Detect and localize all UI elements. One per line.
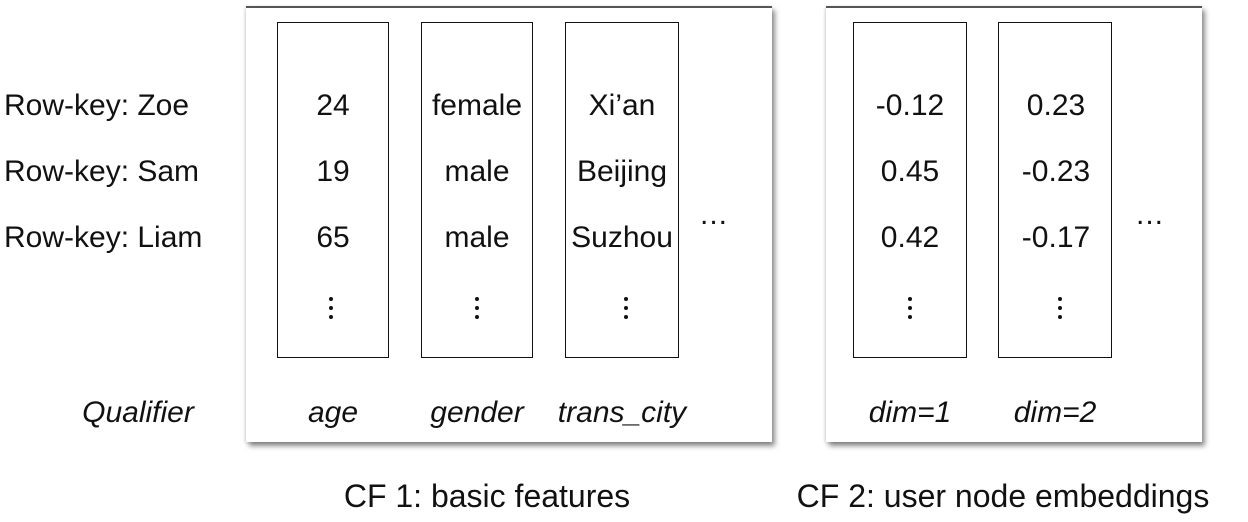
cf1-more-columns: ... bbox=[700, 198, 729, 231]
cell-dim2-sam: -0.23 bbox=[1021, 155, 1091, 188]
row-key-zoe: Row-key: Zoe bbox=[4, 89, 190, 122]
cell-gender-sam: male bbox=[444, 155, 510, 188]
cf1-column-gender bbox=[421, 22, 533, 358]
cell-dim1-sam: 0.45 bbox=[880, 155, 940, 188]
vertical-ellipsis-icon bbox=[475, 297, 479, 324]
cell-age-sam: 19 bbox=[316, 155, 350, 188]
cell-gender-liam: male bbox=[444, 221, 510, 254]
row-key-liam: Row-key: Liam bbox=[4, 221, 203, 254]
cell-dim1-zoe: -0.12 bbox=[875, 89, 945, 122]
row-key-sam: Row-key: Sam bbox=[4, 155, 200, 188]
vertical-ellipsis-icon bbox=[1058, 297, 1062, 324]
qualifier-age: age bbox=[307, 396, 359, 429]
vertical-ellipsis-icon bbox=[329, 297, 333, 324]
cell-age-zoe: 24 bbox=[316, 89, 350, 122]
qualifier-dim2: dim=2 bbox=[1013, 396, 1097, 429]
cf2-column-dim1 bbox=[853, 22, 967, 358]
cell-city-liam: Suzhou bbox=[571, 221, 673, 254]
cf1-column-trans-city bbox=[565, 22, 679, 358]
cell-dim1-liam: 0.42 bbox=[880, 221, 940, 254]
qualifier-dim1: dim=1 bbox=[868, 396, 952, 429]
cell-dim2-liam: -0.17 bbox=[1021, 221, 1091, 254]
cell-city-sam: Beijing bbox=[576, 155, 668, 188]
cell-city-zoe: Xi’an bbox=[588, 89, 656, 122]
cf1-column-age bbox=[277, 22, 389, 358]
cf1-caption: CF 1: basic features bbox=[343, 478, 631, 514]
vertical-ellipsis-icon bbox=[624, 297, 628, 324]
qualifier-label: Qualifier bbox=[82, 396, 194, 429]
qualifier-trans-city: trans_city bbox=[557, 396, 687, 429]
cell-dim2-zoe: 0.23 bbox=[1026, 89, 1086, 122]
qualifier-gender: gender bbox=[430, 396, 524, 429]
cf2-column-dim2 bbox=[998, 22, 1112, 358]
cf2-caption: CF 2: user node embeddings bbox=[796, 478, 1210, 514]
cell-gender-zoe: female bbox=[431, 89, 523, 122]
cell-age-liam: 65 bbox=[316, 221, 350, 254]
cf2-more-columns: ... bbox=[1136, 198, 1165, 231]
vertical-ellipsis-icon bbox=[908, 297, 912, 324]
